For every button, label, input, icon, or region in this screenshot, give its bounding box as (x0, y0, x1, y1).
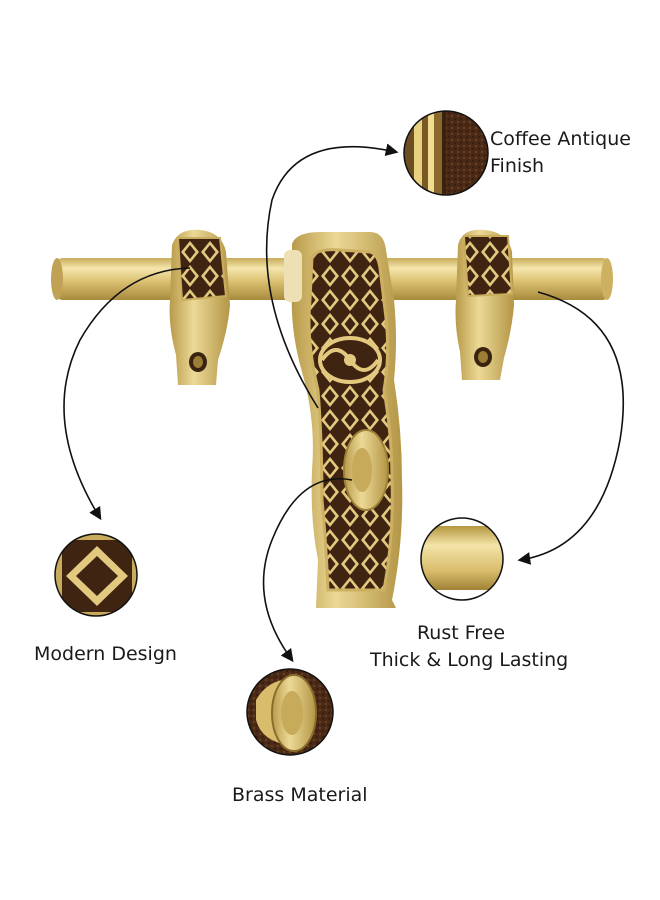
brass-material-label: Brass Material (232, 782, 368, 809)
callout-arrows (63, 143, 624, 663)
brass-material-text: Brass Material (232, 784, 368, 806)
arrow-modern-design (63, 267, 191, 521)
modern-design-zoom (54, 533, 138, 617)
arrow-rust-free (517, 291, 624, 565)
rust-free-line1: Rust Free (416, 622, 506, 644)
rust-free-line2: Thick & Long Lasting (370, 649, 569, 671)
rod-end-right (601, 258, 613, 300)
rod-end-left (51, 258, 63, 300)
coffee-finish-line1: Coffee Antique (490, 128, 631, 150)
brass-material-zoom (246, 668, 334, 756)
coffee-finish-zoom (403, 110, 489, 196)
coffee-finish-label: Coffee Antique Finish (490, 126, 631, 180)
modern-design-label: Modern Design (34, 641, 177, 668)
modern-design-text: Modern Design (34, 643, 177, 665)
arrow-brass-material (262, 478, 353, 663)
door-latch (51, 229, 613, 608)
rust-free-label: Rust Free Thick & Long Lasting (370, 620, 569, 674)
right-bracket (455, 229, 514, 380)
coffee-finish-line2: Finish (490, 155, 545, 177)
arrow-coffee-finish (265, 143, 399, 409)
rust-free-zoom (420, 517, 504, 601)
left-bracket (169, 229, 230, 385)
latch-plate (284, 232, 403, 608)
